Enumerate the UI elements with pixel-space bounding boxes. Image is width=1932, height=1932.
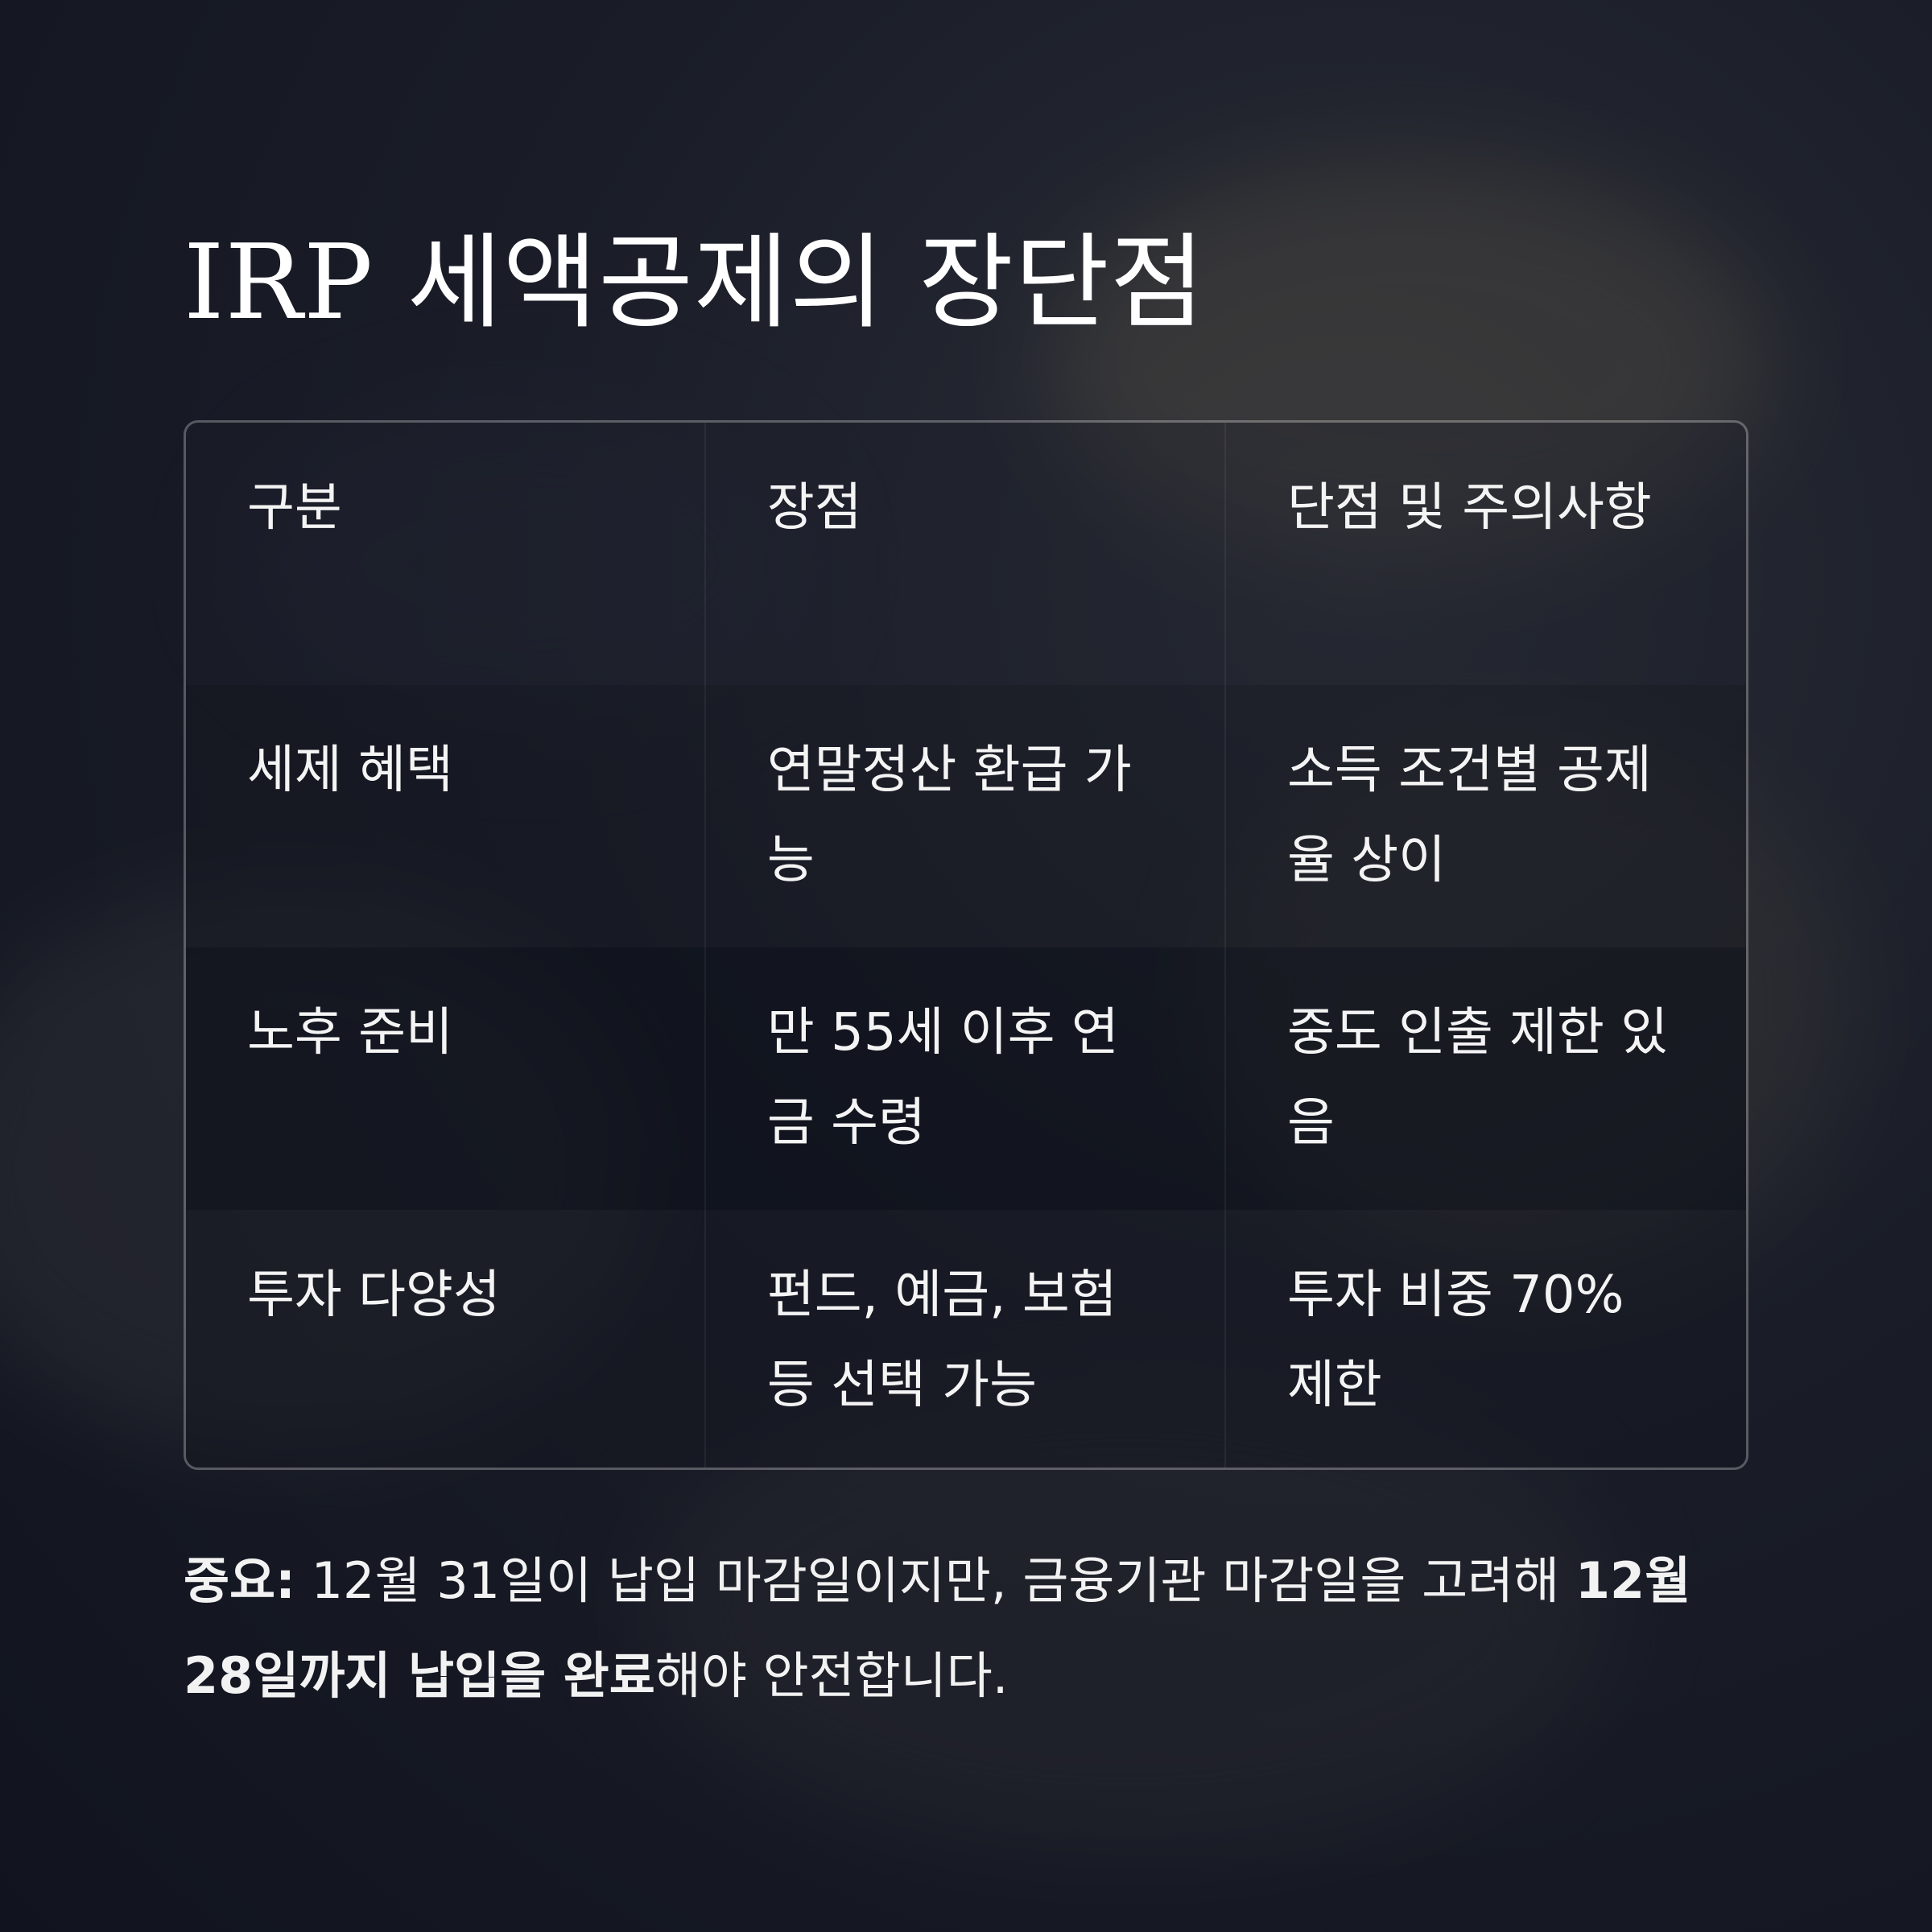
- table-cell: 중도 인출 제한 있음: [1286, 1003, 1669, 1153]
- table-cell: 투자 비중 70% 제한: [1286, 1265, 1624, 1415]
- table-cell: 소득 조건별 공제율 상이: [1286, 741, 1652, 890]
- table-row: 노후 준비 만 55세 이후 연금 수령 중도 인출 제한 있음: [186, 947, 1746, 1210]
- header-cell: 단점 및 주의사항: [1286, 478, 1652, 538]
- header-cell: 구분: [186, 423, 706, 685]
- table-cell: 노후 준비: [186, 947, 706, 1210]
- comparison-table: 구분 장점 단점 및 주의사항 세제 혜택 연말정산 환급 가능 소득 조건별 …: [184, 420, 1748, 1470]
- note-text: 12월 31일이 납입 마감일이지만, 금융기관 마감일을 고려해: [295, 1551, 1575, 1610]
- table-row: 투자 다양성 펀드, 예금, 보험 등 선택 가능 투자 비중 70% 제한: [186, 1210, 1746, 1468]
- header-cell: 장점: [706, 423, 1226, 685]
- note-label: 중요:: [184, 1551, 295, 1610]
- table-cell: 펀드, 예금, 보험 등 선택 가능: [706, 1210, 1226, 1468]
- note-emphasis: 12월 28일까지 납입을 완료: [184, 1551, 1691, 1705]
- table-row: 세제 혜택 연말정산 환급 가능 소득 조건별 공제율 상이: [186, 685, 1746, 947]
- note-text-end: 해야 안전합니다.: [654, 1646, 1009, 1705]
- table-cell: 만 55세 이후 연금 수령: [706, 947, 1226, 1210]
- table-header-row: 구분 장점 단점 및 주의사항: [186, 423, 1746, 685]
- table-cell: 투자 다양성: [186, 1210, 706, 1468]
- table-cell: 세제 혜택: [186, 685, 706, 947]
- page-title: IRP 세액공제의 장단점: [184, 223, 1206, 343]
- table-cell: 연말정산 환급 가능: [706, 685, 1226, 947]
- important-note: 중요: 12월 31일이 납입 마감일이지만, 금융기관 마감일을 고려해 12…: [184, 1534, 1761, 1724]
